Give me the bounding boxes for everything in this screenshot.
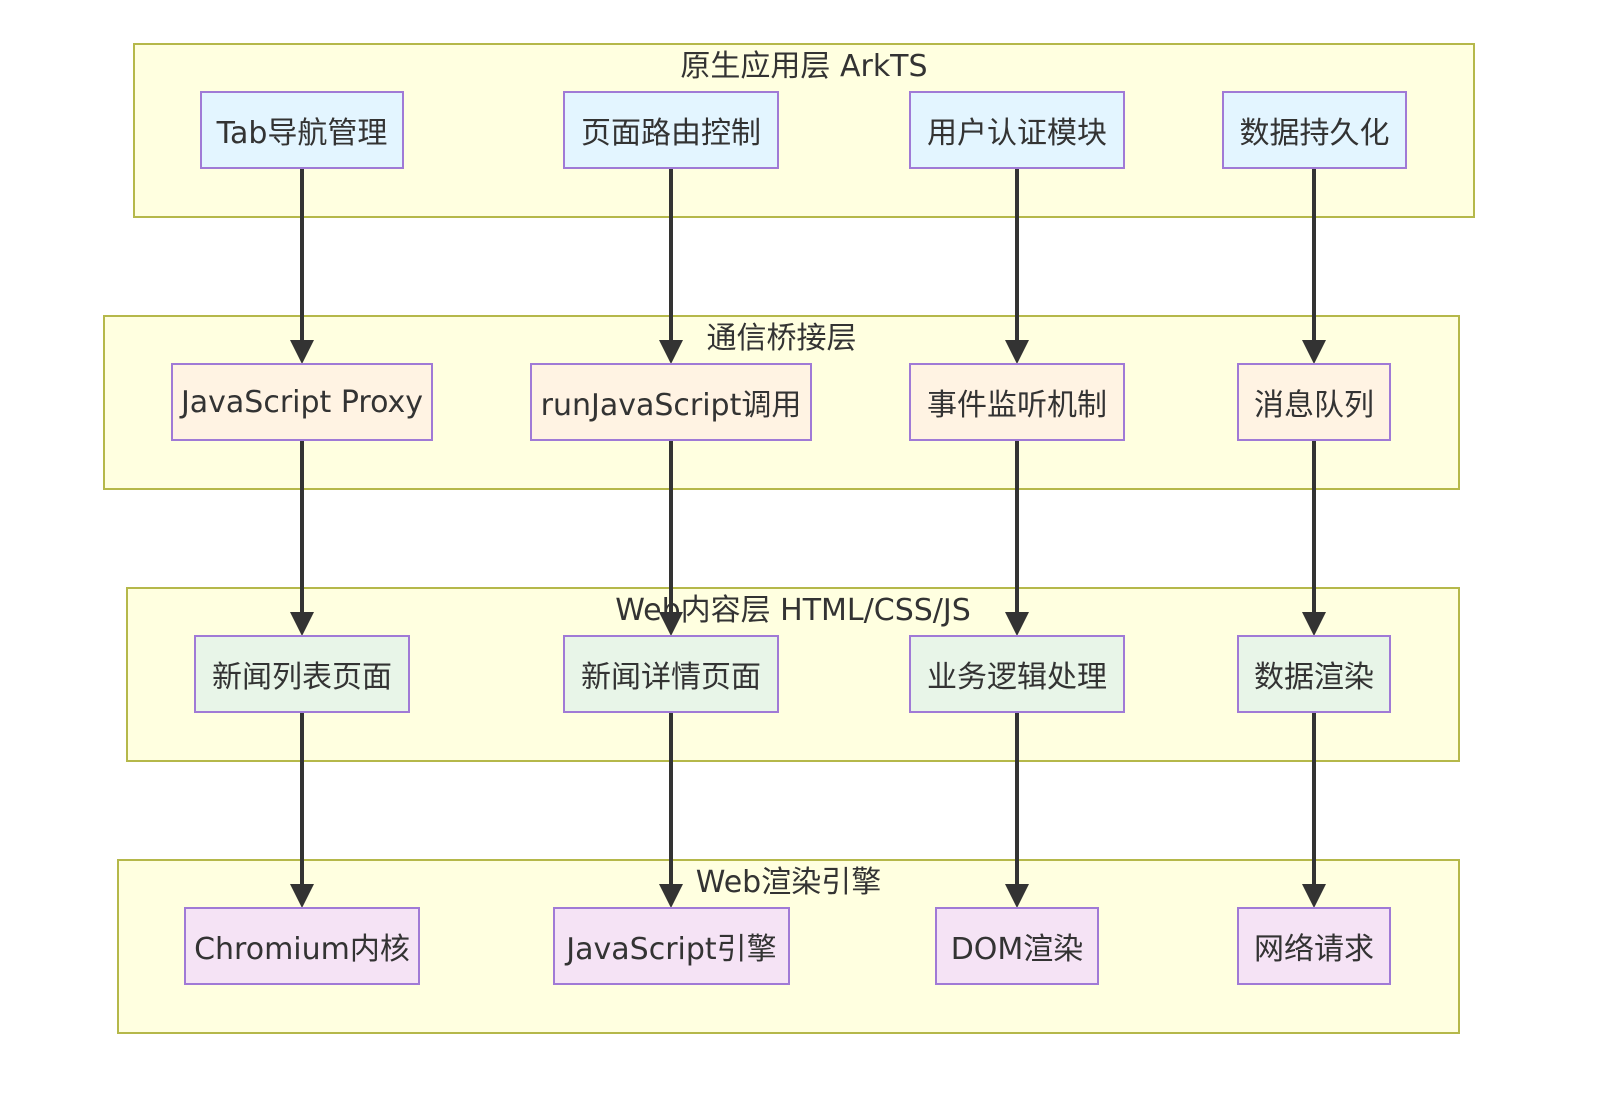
node-event-listener: 事件监听机制 xyxy=(909,363,1125,441)
node-news-list-page: 新闻列表页面 xyxy=(194,635,410,713)
node-run-javascript: runJavaScript调用 xyxy=(530,363,812,441)
node-data-rendering: 数据渲染 xyxy=(1237,635,1391,713)
node-user-auth: 用户认证模块 xyxy=(909,91,1125,169)
node-message-queue: 消息队列 xyxy=(1237,363,1391,441)
node-tab-navigation: Tab导航管理 xyxy=(200,91,404,169)
node-javascript-engine: JavaScript引擎 xyxy=(553,907,790,985)
node-chromium-kernel: Chromium内核 xyxy=(184,907,420,985)
node-business-logic: 业务逻辑处理 xyxy=(909,635,1125,713)
layer-engine-title: Web渲染引擎 xyxy=(695,865,882,900)
node-network-request: 网络请求 xyxy=(1237,907,1391,985)
node-data-persistence: 数据持久化 xyxy=(1222,91,1407,169)
node-javascript-proxy: JavaScript Proxy xyxy=(171,363,433,441)
node-news-detail-page: 新闻详情页面 xyxy=(563,635,779,713)
layer-native-title: 原生应用层 ArkTS xyxy=(680,49,928,84)
node-dom-rendering: DOM渲染 xyxy=(935,907,1099,985)
layer-bridge-title: 通信桥接层 xyxy=(706,321,857,356)
node-page-routing: 页面路由控制 xyxy=(563,91,779,169)
layer-web-content-title: Web内容层 HTML/CSS/JS xyxy=(615,593,971,628)
